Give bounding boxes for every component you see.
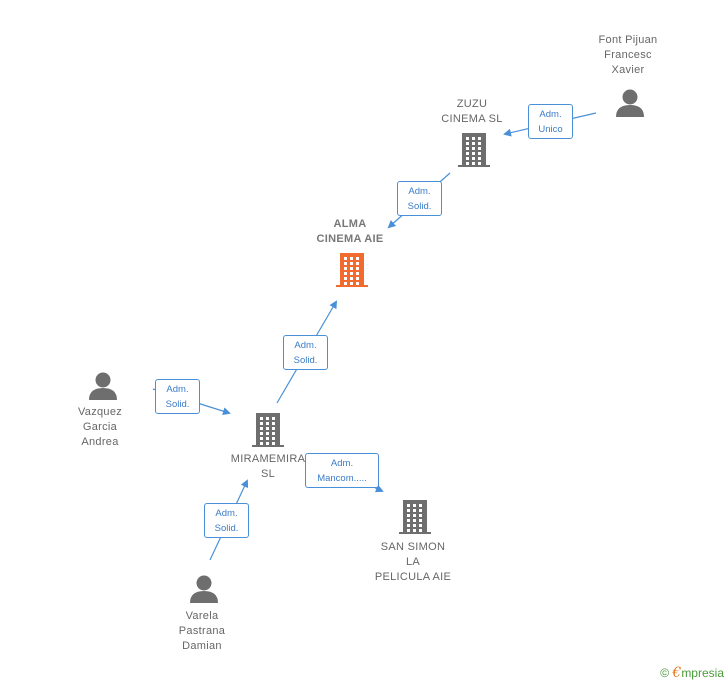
node-label-san-simon[interactable]: SAN SIMON LA PELICULA AIE	[374, 541, 452, 583]
edge-label-font-pijuan-to-zuzu[interactable]: Adm. Unico	[528, 104, 573, 139]
alma-building-icon	[336, 253, 368, 287]
edge-label-miramemira-to-alma[interactable]: Adm. Solid.	[283, 335, 328, 370]
edge-label-miramemira-to-san-simon[interactable]: Adm. Mancom.....	[305, 453, 379, 488]
brand-footer: © €mpresia	[660, 665, 724, 681]
font-pijuan-person-icon	[616, 89, 644, 117]
copyright-icon: ©	[660, 666, 670, 680]
node-label-varela[interactable]: Varela Pastrana Damian	[178, 610, 226, 652]
edge-label-vazquez-to-miramemira[interactable]: Adm. Solid.	[155, 379, 200, 414]
node-label-font-pijuan[interactable]: Font Pijuan Francesc Xavier	[598, 34, 658, 76]
node-label-miramemira[interactable]: MIRAMEMIRA SL	[230, 453, 306, 480]
empresia-logo-text: mpresia	[681, 666, 724, 680]
zuzu-building-icon	[458, 133, 490, 167]
varela-person-icon	[190, 575, 218, 603]
edge-label-varela-to-miramemira[interactable]: Adm. Solid.	[204, 503, 249, 538]
node-label-alma[interactable]: ALMA CINEMA AIE	[316, 218, 384, 245]
node-label-zuzu[interactable]: ZUZU CINEMA SL	[441, 98, 503, 125]
node-label-vazquez[interactable]: Vazquez Garcia Andrea	[77, 406, 123, 448]
vazquez-person-icon	[89, 372, 117, 400]
edge-label-zuzu-to-alma[interactable]: Adm. Solid.	[397, 181, 442, 216]
miramemira-building-icon	[252, 413, 284, 447]
san-simon-building-icon	[399, 500, 431, 534]
empresia-logo-e: €	[672, 665, 682, 681]
